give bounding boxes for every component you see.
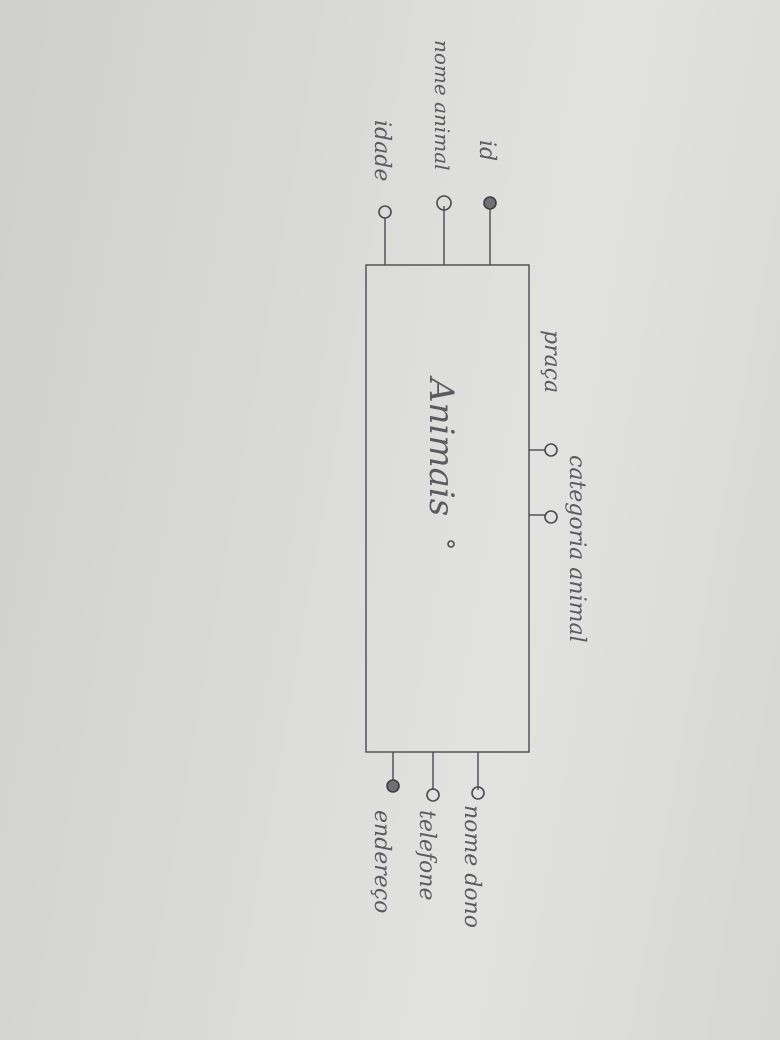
attribute-endereco-key-circle bbox=[386, 779, 400, 793]
attribute-idade-circle bbox=[378, 205, 392, 219]
attribute-categoria-animal: categoria animal bbox=[529, 455, 589, 643]
attribute-nome-animal-label: nome animal bbox=[430, 40, 454, 171]
attribute-nome-dono: nome dono bbox=[459, 752, 485, 928]
attribute-id-label: id bbox=[474, 140, 499, 161]
attribute-praca-circle bbox=[544, 443, 558, 457]
attribute-telefone-circle bbox=[426, 788, 440, 802]
attribute-praca: praça bbox=[529, 330, 564, 457]
attribute-categoria-label: categoria animal bbox=[564, 455, 589, 643]
attribute-nome-dono-label: nome dono bbox=[459, 805, 484, 928]
attribute-idade-label: idade bbox=[369, 120, 394, 181]
attribute-telefone-label: telefone bbox=[414, 810, 439, 901]
attribute-nome-animal-circle bbox=[436, 195, 452, 211]
attribute-endereco: endereço bbox=[369, 752, 400, 913]
attribute-id-key-circle bbox=[483, 196, 497, 210]
attribute-endereco-label: endereço bbox=[369, 810, 394, 913]
entity-box bbox=[365, 264, 530, 753]
attribute-idade: idade bbox=[369, 120, 394, 265]
attribute-id: id bbox=[474, 140, 499, 265]
attribute-praca-label: praça bbox=[539, 330, 564, 393]
attribute-nome-dono-circle bbox=[471, 786, 485, 800]
attribute-categoria-circle bbox=[544, 510, 558, 524]
entity-mark bbox=[447, 540, 455, 548]
attribute-nome-animal: nome animal bbox=[430, 40, 454, 265]
attribute-telefone: telefone bbox=[414, 752, 440, 901]
entity-label: Animais bbox=[421, 375, 461, 516]
